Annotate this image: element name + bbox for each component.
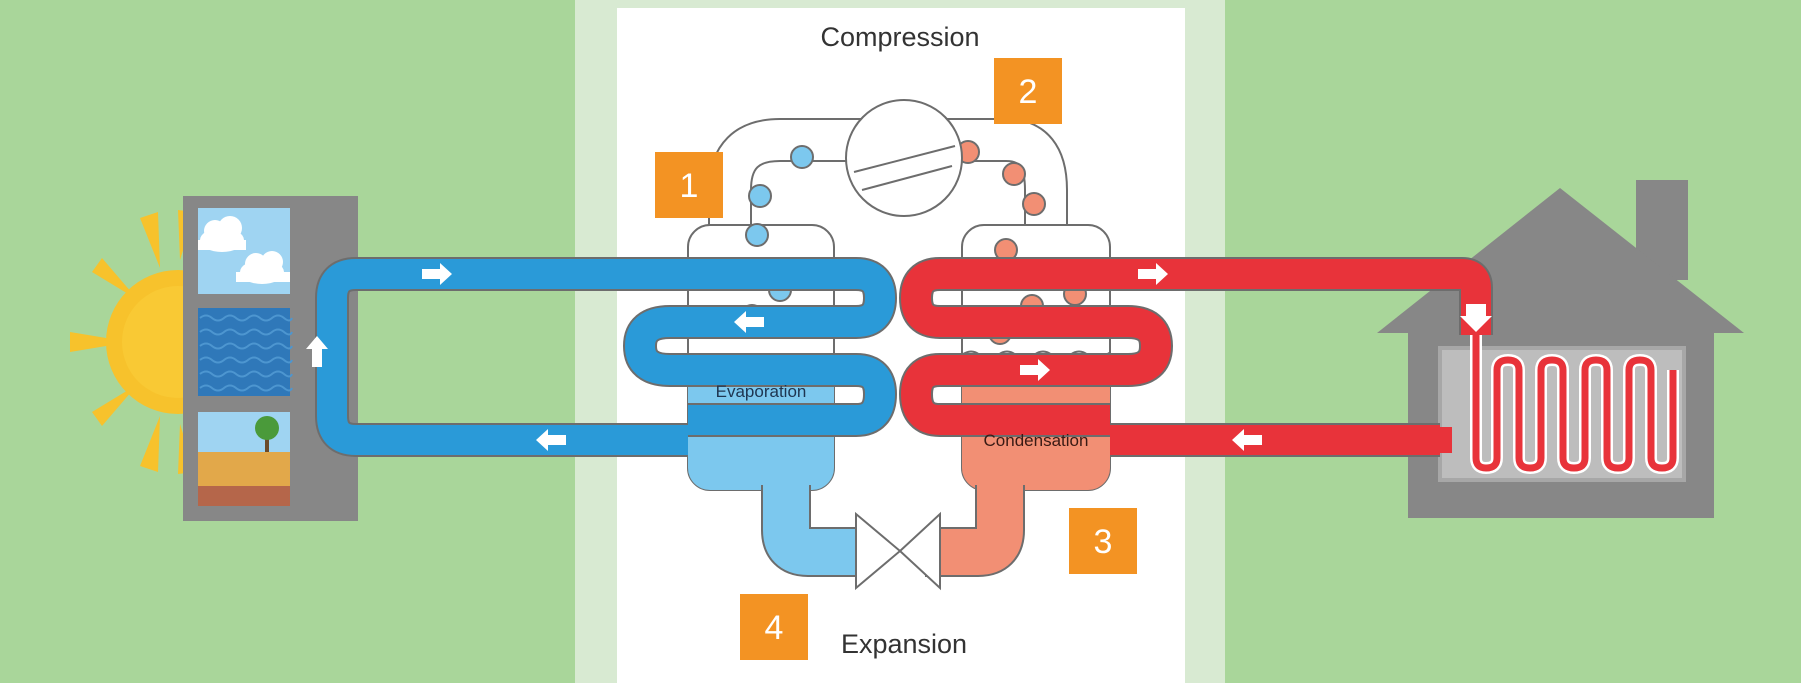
step-badge-2: 2 xyxy=(994,58,1062,124)
water-waves xyxy=(199,314,293,392)
hot-loop xyxy=(899,257,1493,457)
cloud-icon xyxy=(198,216,290,284)
expansion-label: Expansion xyxy=(841,629,967,659)
step-number-2: 2 xyxy=(1019,73,1038,111)
expansion-line xyxy=(761,485,1025,577)
compression-label: Compression xyxy=(820,22,979,52)
step-number-3: 3 xyxy=(1094,523,1113,561)
ground-tile xyxy=(198,452,290,488)
soil-band xyxy=(198,486,290,506)
condensation-label: Condensation xyxy=(984,431,1089,450)
tree-icon xyxy=(255,416,279,452)
step-number-1: 1 xyxy=(680,167,699,205)
step-number-4: 4 xyxy=(765,609,784,647)
radiator-coil xyxy=(1440,335,1679,474)
evaporation-label: Evaporation xyxy=(716,382,807,401)
step-badge-1: 1 xyxy=(655,152,723,218)
step-badge-4: 4 xyxy=(740,594,808,660)
arrow-icon xyxy=(306,263,1492,451)
compressor-icon xyxy=(845,99,963,217)
step-badge-3: 3 xyxy=(1069,508,1137,574)
cold-loop xyxy=(315,257,897,457)
expansion-valve-icon xyxy=(855,511,941,591)
water-tile xyxy=(198,308,290,396)
